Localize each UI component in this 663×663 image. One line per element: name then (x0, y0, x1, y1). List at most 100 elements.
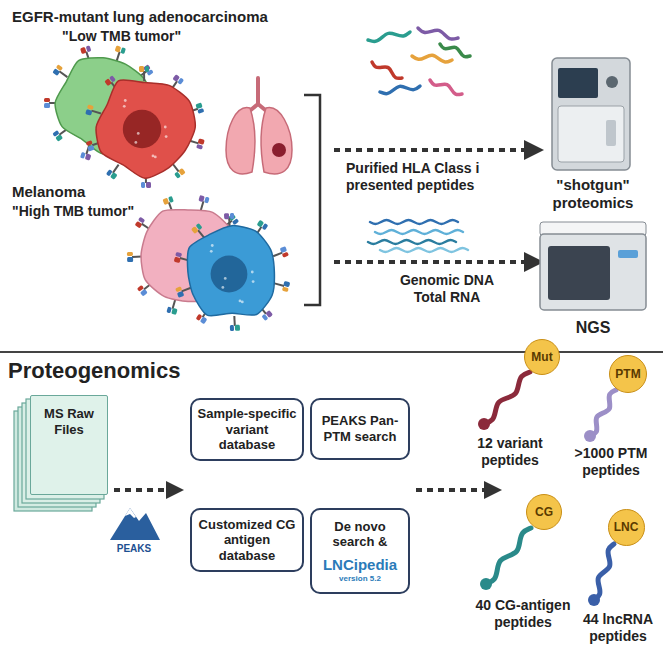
peptide-end (480, 578, 492, 590)
sequencer (540, 234, 646, 310)
hla-head (85, 109, 92, 116)
instrument-label: NGS (558, 318, 628, 337)
hla-head (224, 213, 229, 219)
sequencer-front (548, 246, 610, 300)
hla-head (146, 182, 151, 188)
hla-head (262, 223, 269, 230)
tumor-cell (85, 66, 205, 188)
hla-head (166, 306, 171, 313)
database-box: Customized CG antigen database (190, 508, 304, 572)
cell-granule (211, 244, 214, 247)
hla-head (198, 195, 204, 202)
hla-head (44, 103, 50, 108)
hla-head (141, 182, 145, 188)
instrument-knob (606, 76, 618, 88)
process-label: Purified HLA Class i presented peptides (346, 160, 526, 194)
hla-molecule (80, 143, 94, 160)
dashed-arrow-line (114, 488, 168, 492)
circle-label: Mut (531, 350, 552, 364)
tumor-cell (174, 213, 291, 331)
cell-nucleus (123, 110, 161, 148)
hla-head (80, 152, 86, 159)
box-text: Customized CG antigen database (196, 517, 298, 564)
hla-head (168, 196, 174, 203)
dna-strand (380, 248, 468, 252)
tumor-type-label: EGFR-mutant lung adenocarcinoma (12, 8, 312, 26)
hla-head (86, 140, 93, 146)
box-text: PEAKS Pan-PTM search (316, 413, 404, 444)
hla-molecule (106, 162, 123, 180)
hla-stem (143, 71, 145, 81)
instrument-label: "shotgun" proteomics (536, 176, 650, 212)
cell-granule (241, 301, 244, 304)
dna-strand (370, 220, 458, 224)
cell-granule (165, 135, 168, 138)
peptide-chain (590, 390, 616, 436)
hla-head (139, 66, 144, 72)
cell-granule (137, 132, 140, 135)
instrument-door (558, 106, 624, 162)
cell-granule (251, 271, 254, 274)
cell-granule (210, 250, 213, 253)
hla-head (282, 252, 289, 258)
hla-head (145, 66, 149, 72)
cell-granule (124, 99, 127, 102)
instrument-screen (558, 68, 598, 98)
tmb-label: "High TMB tumor" (12, 203, 162, 220)
hla-stem (173, 164, 179, 172)
hla-head (196, 314, 203, 321)
hla-head (106, 169, 113, 176)
hla-head (52, 130, 59, 137)
logo-text: LNCipedia (323, 556, 397, 574)
hla-head (230, 213, 234, 219)
tmb-label: "Low TMB tumor" (62, 28, 232, 45)
hla-head (138, 217, 145, 224)
result-caption: >1000 PTM peptides (564, 445, 658, 479)
hla-stem (198, 230, 204, 238)
peptide (440, 44, 470, 57)
hla-head (230, 325, 234, 331)
instrument-handle (606, 120, 616, 146)
arrow-head (524, 140, 544, 160)
bracket (304, 95, 320, 305)
hla-stem (59, 71, 67, 77)
hla-head (261, 314, 268, 321)
hla-stem (113, 165, 119, 173)
peptide-chain (594, 544, 614, 600)
hla-head (127, 257, 133, 262)
cell-granule (154, 156, 157, 159)
nucleic-acids (368, 220, 468, 252)
circle-label: PTM (615, 367, 640, 381)
hla-head (109, 75, 116, 82)
hla-head (175, 252, 182, 257)
box-text: MS Raw Files (37, 406, 101, 437)
result-caption: 44 lncRNA peptides (577, 611, 659, 645)
software-logo-text: PEAKS (102, 543, 166, 555)
hla-molecule (229, 316, 240, 332)
database-box: De novo search &LNCipediaversion 5.2 (310, 508, 410, 594)
dashed-arrow-line (334, 148, 526, 152)
output-peptides (478, 372, 616, 606)
logo-text: version 5.2 (339, 574, 381, 584)
peptide (430, 80, 462, 95)
hla-head (195, 102, 202, 109)
cell-membrane (188, 226, 275, 316)
section-heading: Proteogenomics (8, 358, 268, 384)
arrow-head (166, 481, 184, 499)
hla-head (235, 325, 240, 331)
hla-head (86, 45, 92, 52)
divider (0, 351, 663, 353)
cell-granule (164, 126, 167, 129)
hla-head (177, 78, 184, 85)
peaks-logo-snow (125, 508, 136, 518)
peptides (368, 28, 470, 95)
output-circle: Mut12 variant peptides (524, 339, 560, 375)
hla-stem (182, 288, 191, 292)
hla-head (174, 257, 181, 263)
hla-stem (173, 299, 176, 309)
hla-stem (273, 253, 282, 257)
hla-head (120, 47, 126, 54)
output-circle: CG40 CG-antigen peptides (526, 494, 562, 530)
cell-nucleus (211, 256, 248, 293)
